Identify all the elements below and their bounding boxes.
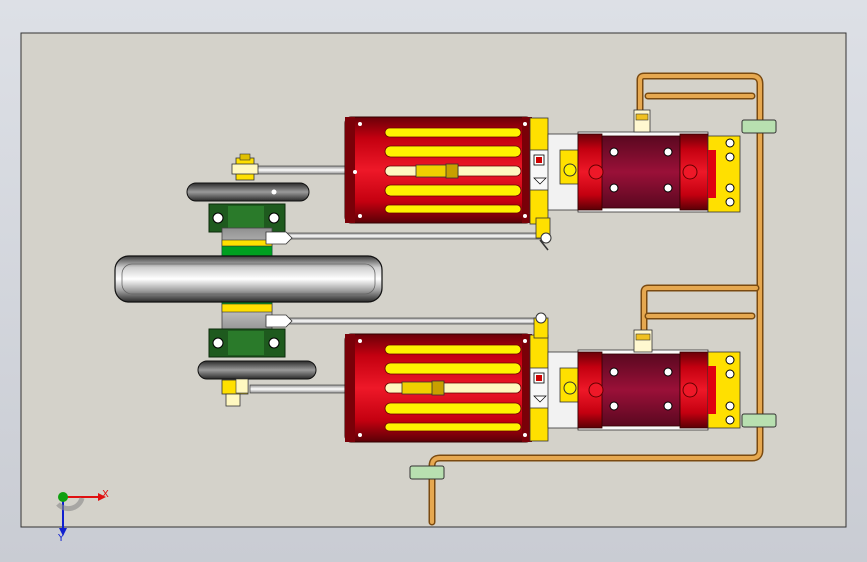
lower-cylinder-assembly[interactable] (249, 312, 741, 443)
upper-piston-rod[interactable] (249, 165, 351, 175)
upper-valve-rod[interactable] (271, 232, 543, 240)
axis-triad: X Y (56, 489, 109, 544)
lower-piston-rod[interactable] (249, 384, 351, 394)
lower-valve-rod[interactable] (271, 317, 543, 325)
upper-crank-disc[interactable] (186, 182, 310, 202)
lower-cylinder-slots (384, 344, 522, 432)
lower-crank-disc[interactable] (197, 360, 317, 380)
axis-origin (58, 492, 68, 502)
pipe-clip-lower[interactable] (741, 413, 777, 428)
flywheel[interactable] (114, 255, 383, 303)
pipe-clip-upper[interactable] (741, 119, 777, 134)
upper-cylinder-assembly[interactable] (249, 109, 741, 251)
axis-x-label: X (102, 489, 109, 500)
crankshaft-assembly[interactable] (114, 153, 383, 407)
pipe-clip-exhaust[interactable] (409, 465, 445, 480)
axis-y-label: Y (57, 533, 65, 544)
steam-piping[interactable] (428, 72, 764, 526)
